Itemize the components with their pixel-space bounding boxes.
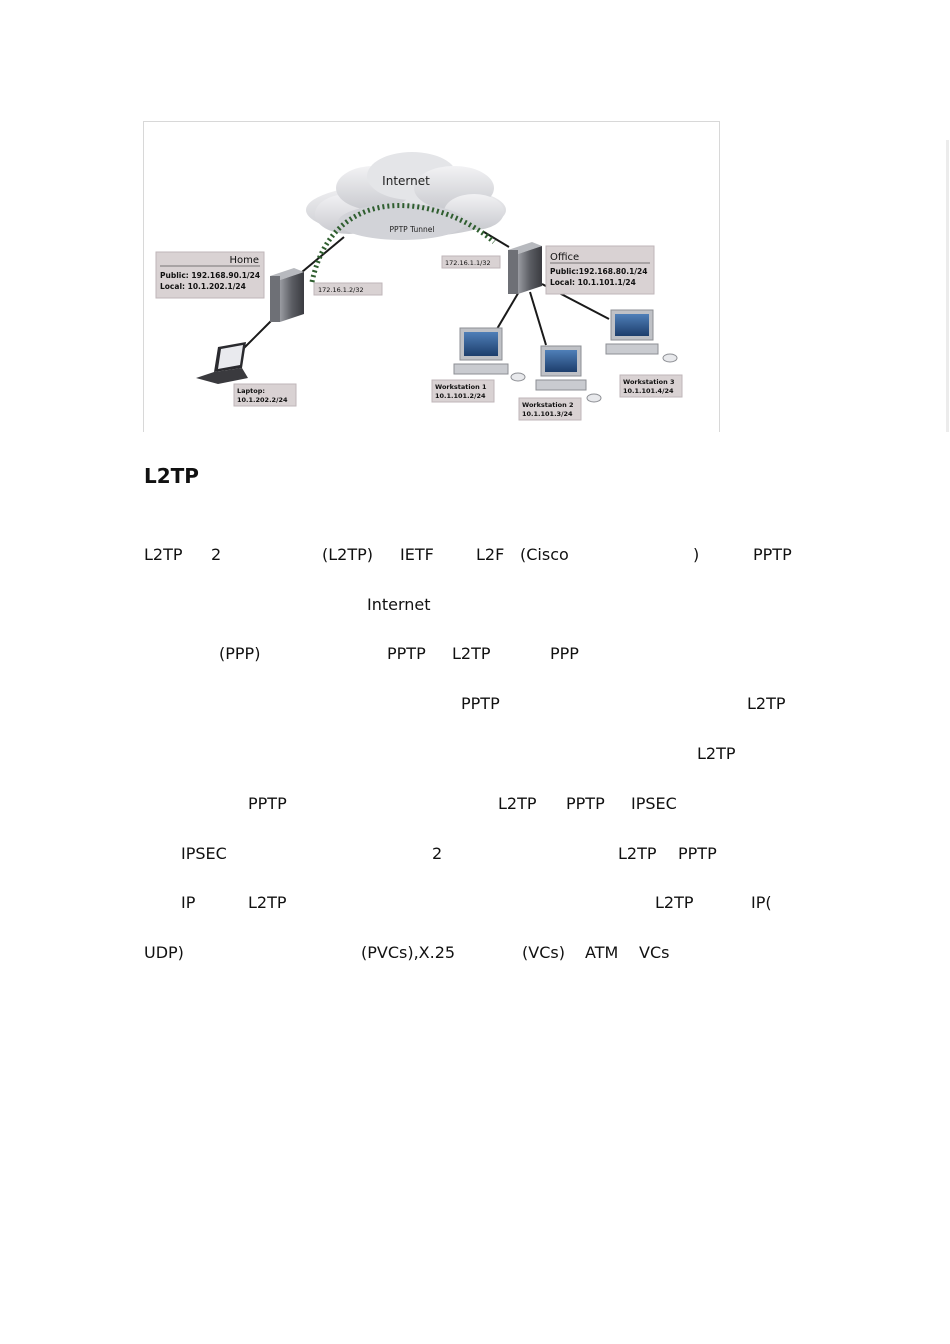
office-tunnel-ip: 172.16.1.1/32 [445,259,491,267]
home-tunnel-ip-tag [313,282,383,296]
text-token: L2TP [747,694,786,713]
text-token: (L2TP) [322,545,373,564]
home-info-box [155,251,265,299]
text-token: IPSEC [631,794,677,813]
text-token: ATM [585,943,619,962]
text-token: L2TP [618,844,657,863]
laptop-tag [233,383,297,407]
text-token: L2TP [655,893,694,912]
home-tunnel-ip: 172.16.1.2/32 [318,286,364,294]
workstation-3-icon [605,309,678,363]
workstation-2-icon [535,345,602,403]
internet-label: Internet [382,174,430,188]
ws2-name: Workstation 2 [522,401,574,409]
text-token: ) [693,545,700,564]
text-token: IP( [751,893,772,912]
text-token: L2TP [452,644,491,663]
laptop-ip: 10.1.202.2/24 [237,396,288,404]
text-token: PPTP [248,794,287,813]
text-token: UDP) [144,943,184,962]
ws2-ip: 10.1.101.3/24 [522,410,573,418]
tunnel-label: PPTP Tunnel [390,225,435,234]
office-public: Public:192.168.80.1/24 [550,267,647,276]
ws1-name: Workstation 1 [435,383,487,391]
home-router-icon [270,268,304,322]
text-token: (PVCs),X.25 [361,943,456,962]
text-token: PPTP [387,644,426,663]
text-token: PPTP [566,794,605,813]
laptop-icon [196,342,248,384]
text-token: IP [181,893,196,912]
section-heading: L2TP [144,464,199,488]
text-token: (PPP) [219,644,261,663]
text-token: L2TP [248,893,287,912]
laptop-name: Laptop: [237,387,265,395]
office-router-icon [508,242,542,294]
ws1-ip: 10.1.101.2/24 [435,392,486,400]
text-token: PPTP [678,844,717,863]
office-local: Local: 10.1.101.1/24 [550,278,636,287]
text-token: 2 [211,545,222,564]
workstation-1-icon [453,327,526,382]
text-token: Internet [367,595,431,614]
text-token: (VCs) [522,943,565,962]
network-diagram-svg: Internet PPTP Tunnel Home Publ [155,152,683,421]
ws3-ip: 10.1.101.4/24 [623,387,674,395]
home-public: Public: 192.168.90.1/24 [160,271,260,280]
text-token: L2TP [144,545,183,564]
ws3-tag [619,374,683,398]
internet-cloud [306,152,506,240]
ws1-tag [431,379,495,403]
text-token: PPP [550,644,579,663]
home-title: Home [229,255,259,266]
ws2-tag [518,397,582,421]
text-token: L2F [476,545,505,564]
home-local: Local: 10.1.202.1/24 [160,282,246,291]
page-edge-mark [946,140,949,432]
text-token: 2 [432,844,443,863]
text-token: VCs [639,943,670,962]
text-token: IPSEC [181,844,227,863]
text-token: L2TP [498,794,537,813]
text-token: L2TP [697,744,736,763]
text-token: PPTP [461,694,500,713]
office-tunnel-ip-tag [441,255,501,269]
office-info-box [545,245,655,295]
office-title: Office [550,252,579,263]
text-token: PPTP [753,545,792,564]
text-token: IETF [400,545,434,564]
ws3-name: Workstation 3 [623,378,675,386]
pptp-tunnel-arc [309,203,496,283]
network-diagram: Internet PPTP Tunnel Home Publ [143,121,720,432]
text-token: (Cisco [520,545,569,564]
